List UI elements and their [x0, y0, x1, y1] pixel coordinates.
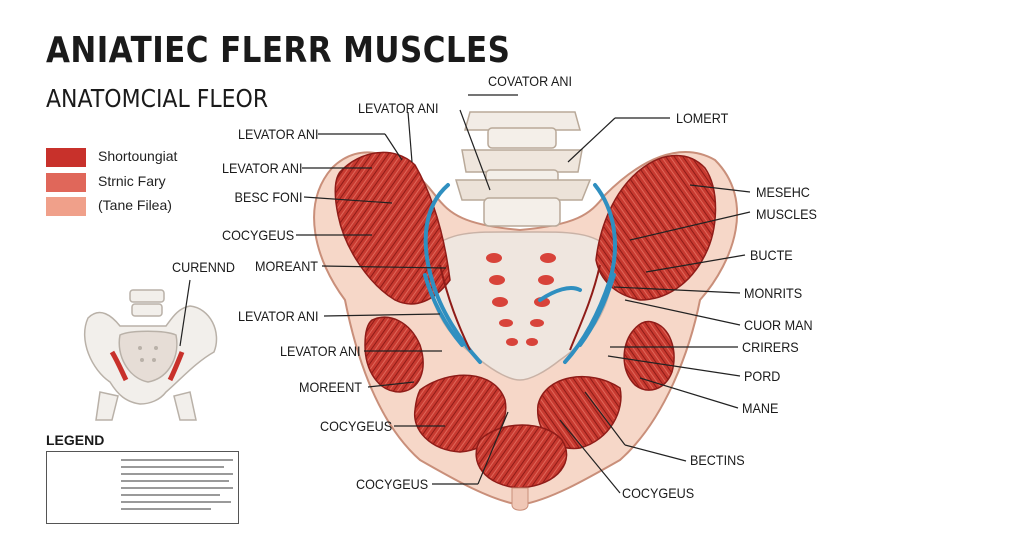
label-cocygeus-2: COCYGEUS — [319, 418, 392, 434]
label-levator-ani-5: LEVATOR ANI — [279, 343, 360, 359]
legend-title: LEGEND — [46, 432, 105, 448]
blood-vessels — [423, 183, 617, 364]
label-monrits: MONRITS — [744, 285, 803, 301]
key-swatch-3 — [46, 197, 86, 216]
label-cuor-man: CUOR MAN — [744, 317, 813, 333]
left-obturator — [364, 316, 424, 393]
leader-lines — [179, 94, 751, 494]
legend-text-lines — [121, 459, 233, 515]
label-crirers: CRIRERS — [742, 339, 799, 355]
label-levator-ani-1: LEVATOR ANI — [358, 100, 439, 116]
label-mesehc: MESEHC — [756, 184, 810, 200]
label-covator-ani: COVATOR ANI — [488, 73, 573, 89]
label-cocygeus-4: COCYGEUS — [622, 485, 695, 501]
label-mane: MANE — [742, 400, 779, 416]
label-levator-ani-2: LEVATOR ANI — [237, 126, 318, 142]
label-moreant: MOREANT — [255, 258, 318, 274]
inset-label: CURENND — [172, 259, 235, 275]
label-pord: PORD — [744, 368, 781, 384]
label-muscles: MUSCLES — [756, 206, 817, 222]
red-vessels — [439, 264, 601, 351]
legend-box — [46, 451, 239, 524]
key-label-1: Shortoungiat — [98, 148, 178, 164]
inset-pelvis — [83, 289, 218, 421]
label-cocygeus-3: COCYGEUS — [355, 476, 428, 492]
page-title: ANIATIEC FLERR MUSCLES — [46, 30, 511, 71]
key-swatch-2 — [46, 173, 86, 192]
sacral-foramina — [486, 253, 556, 346]
page-subtitle: ANATOMCIAL FLEOR — [46, 84, 269, 113]
label-levator-ani-3: LEVATOR ANI — [221, 160, 302, 176]
label-besc-foni: BESC FONI — [234, 189, 302, 205]
key-swatch-1 — [46, 148, 86, 167]
label-bucte: BUCTE — [750, 247, 793, 263]
key-label-2: Strnic Fary — [98, 173, 166, 189]
label-levator-ani-4: LEVATOR ANI — [237, 308, 318, 324]
label-cocygeus-1: COCYGEUS — [221, 227, 294, 243]
label-lomert: LOMERT — [676, 110, 729, 126]
perineal-muscle — [475, 424, 568, 489]
label-moreent: MOREENT — [299, 379, 362, 395]
key-label-3: (Tane Filea) — [98, 197, 172, 213]
label-bectins: BECTINS — [690, 452, 745, 468]
right-obturator — [623, 320, 675, 391]
left-coccygeus — [414, 374, 507, 453]
lumbar-vertebrae — [454, 111, 592, 227]
